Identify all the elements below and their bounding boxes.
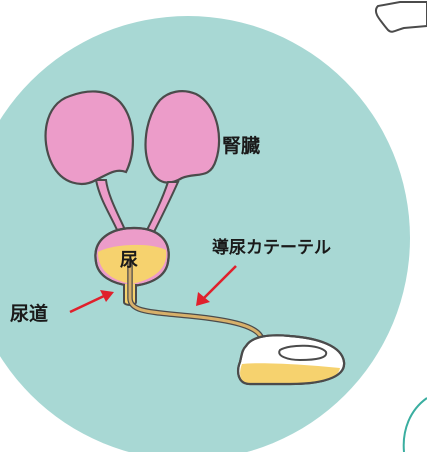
bag-handle-hole bbox=[279, 346, 326, 360]
corner-sketch-bottom bbox=[404, 398, 427, 452]
right-kidney bbox=[146, 91, 219, 182]
catheter-label: 導尿カテーテル bbox=[212, 237, 331, 258]
urethra-label: 尿道 bbox=[10, 302, 48, 325]
urine-label: 尿 bbox=[120, 250, 138, 271]
background-circle bbox=[0, 16, 410, 452]
kidney-label: 腎臓 bbox=[222, 135, 260, 157]
left-kidney bbox=[46, 91, 133, 183]
corner-sketch-top bbox=[376, 2, 427, 32]
